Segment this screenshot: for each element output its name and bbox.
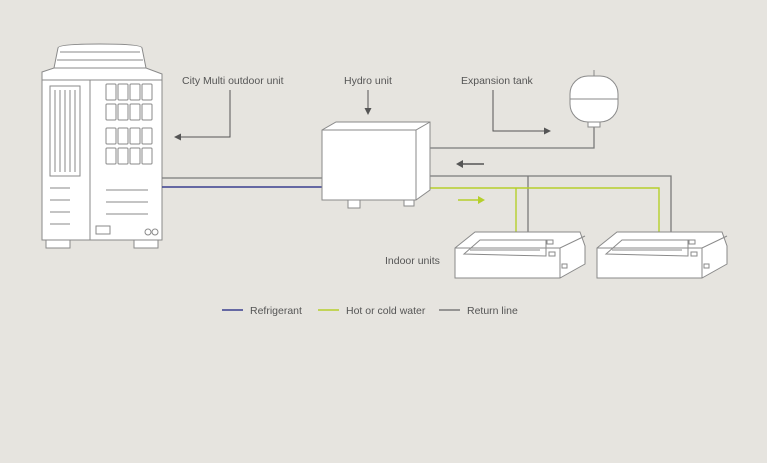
indoor-units-label: Indoor units xyxy=(385,255,440,267)
water-flow-arrow xyxy=(458,196,485,204)
expansion-tank-label: Expansion tank xyxy=(461,75,534,87)
indoor-unit-1-drawing xyxy=(454,231,586,279)
expansion-tank-drawing xyxy=(569,70,619,128)
expansion-tank-pointer xyxy=(492,90,551,135)
legend-label-return: Return line xyxy=(467,305,518,317)
return-line-pipes xyxy=(428,126,672,232)
legend-label-water: Hot or cold water xyxy=(346,305,426,317)
legend: Refrigerant Hot or cold water Return lin… xyxy=(222,305,518,317)
hydro-unit-label: Hydro unit xyxy=(344,75,392,87)
return-flow-arrow xyxy=(456,160,484,168)
outdoor-unit-drawing xyxy=(41,43,163,249)
outdoor-unit-label: City Multi outdoor unit xyxy=(182,75,284,87)
hydro-unit-drawing xyxy=(321,121,431,209)
legend-label-refrigerant: Refrigerant xyxy=(250,305,302,317)
outdoor-unit-pointer xyxy=(174,90,231,141)
indoor-unit-2-drawing xyxy=(596,231,728,279)
hydro-unit-pointer xyxy=(364,90,372,115)
water-pipes xyxy=(428,187,660,232)
